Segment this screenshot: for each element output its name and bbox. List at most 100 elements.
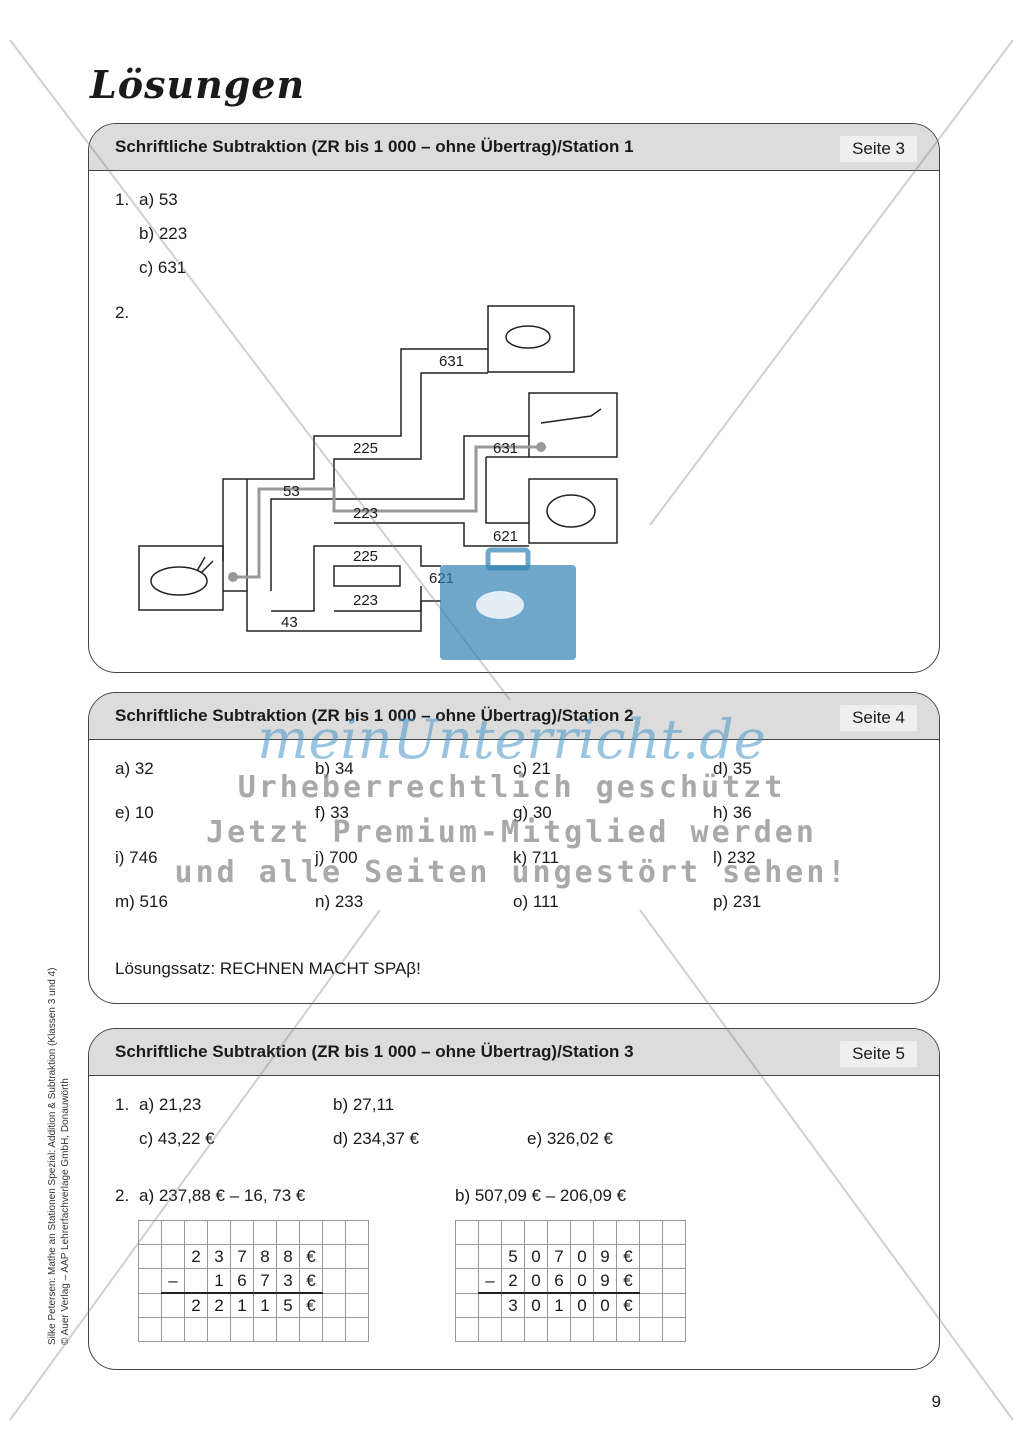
answer: g) 30 (513, 803, 552, 822)
grid-cell (547, 1220, 571, 1245)
grid-cell (662, 1220, 686, 1245)
grid-cell (322, 1268, 346, 1294)
task-2a: a) 237,88 € – 16, 73 € (139, 1186, 306, 1205)
task-2b: b) 507,09 € – 206,09 € (455, 1186, 627, 1205)
maze-label: 225 (353, 440, 378, 457)
grid-cell (138, 1244, 162, 1269)
answer: f) 33 (315, 803, 350, 822)
answer: p) 231 (713, 892, 762, 911)
grid-cell: 2 (207, 1292, 231, 1318)
grid-cell (138, 1317, 162, 1342)
grid-cell: 9 (593, 1268, 617, 1294)
section-header: Schriftliche Subtraktion (ZR bis 1 000 –… (89, 693, 939, 740)
grid-cell (322, 1292, 346, 1318)
section-title: Schriftliche Subtraktion (ZR bis 1 000 –… (115, 706, 634, 725)
answer: l) 232 (713, 848, 756, 867)
grid-cell (478, 1220, 502, 1245)
grid-cell (593, 1317, 617, 1342)
grid-cell (161, 1244, 185, 1269)
maze-label: 621 (429, 570, 454, 587)
grid-cell (345, 1317, 369, 1342)
grid-cell: € (616, 1268, 640, 1294)
answer: o) 111 (513, 892, 559, 911)
grid-cell: 0 (593, 1292, 617, 1318)
answer-c: c) 631 (139, 258, 187, 277)
section-header: Schriftliche Subtraktion (ZR bis 1 000 –… (89, 1029, 939, 1076)
grid-cell (184, 1268, 208, 1294)
grid-cell (276, 1220, 300, 1245)
maze-diagram: 631 225 631 53 223 621 225 621 223 43 (138, 305, 618, 632)
watermark-line: und alle Seiten ungestört sehen! (174, 855, 849, 890)
answer: c) 43,22 € (139, 1129, 215, 1148)
answer: e) 10 (115, 803, 154, 822)
answer: d) 234,37 € (333, 1129, 420, 1148)
answer: c) 21 (513, 759, 551, 778)
watermark-logo: meinUnterricht.de (257, 708, 766, 771)
grid-cell: 0 (524, 1292, 548, 1318)
answer: n) 233 (315, 892, 364, 911)
grid-cell: 1 (253, 1292, 277, 1318)
task-number: 1. (115, 190, 130, 209)
task-number: 1. (115, 1095, 130, 1114)
corn-icon (505, 325, 551, 349)
grid-cell (455, 1244, 479, 1269)
grid-cell (639, 1220, 663, 1245)
page-reference: Seite 3 (840, 136, 917, 162)
grid-cell: 2 (184, 1244, 208, 1269)
grid-cell (455, 1220, 479, 1245)
grid-cell: 9 (593, 1244, 617, 1269)
grid-cell (455, 1292, 479, 1318)
grid-cell (501, 1220, 525, 1245)
section-title: Schriftliche Subtraktion (ZR bis 1 000 –… (115, 1042, 634, 1061)
grid-cell (570, 1317, 594, 1342)
rabbit-icon (150, 566, 208, 596)
grid-cell (345, 1292, 369, 1318)
grid-cell (253, 1317, 277, 1342)
grid-cell: 0 (524, 1268, 548, 1294)
grid-cell: 3 (501, 1292, 525, 1318)
task-number: 2. (115, 303, 130, 322)
maze-label: 223 (353, 505, 378, 522)
carrot-icon (540, 408, 602, 424)
copyright-line: Silke Petersen: Mathe an Stationen Spezi… (47, 967, 58, 1345)
grid-cell (662, 1317, 686, 1342)
answer: h) 36 (713, 803, 752, 822)
task-number: 2. (115, 1186, 130, 1205)
grid-cell: 1 (230, 1292, 254, 1318)
section-title: Schriftliche Subtraktion (ZR bis 1 000 –… (115, 137, 634, 156)
maze-label: 43 (281, 614, 298, 631)
grid-cell: 3 (207, 1244, 231, 1269)
maze-label: 631 (439, 353, 464, 370)
grid-cell (207, 1317, 231, 1342)
grid-cell (639, 1292, 663, 1318)
answer-b: b) 223 (139, 224, 188, 243)
grid-cell: € (299, 1244, 323, 1269)
grid-cell (345, 1244, 369, 1269)
grid-cell: – (478, 1268, 502, 1294)
grid-cell (662, 1292, 686, 1318)
grid-cell (138, 1292, 162, 1318)
grid-cell: 0 (524, 1244, 548, 1269)
grid-cell (345, 1220, 369, 1245)
maze-label: 631 (493, 440, 518, 457)
section-station-3: Schriftliche Subtraktion (ZR bis 1 000 –… (88, 1028, 940, 1370)
maze-label: 225 (353, 548, 378, 565)
maze-label: 223 (353, 592, 378, 609)
grid-cell (455, 1317, 479, 1342)
grid-cell: – (161, 1268, 185, 1294)
grid-cell (299, 1220, 323, 1245)
grid-cell (322, 1244, 346, 1269)
watermark-line: Urheberrechtlich geschützt (237, 770, 786, 805)
grid-cell (184, 1220, 208, 1245)
grid-cell (161, 1220, 185, 1245)
grid-cell (524, 1220, 548, 1245)
copyright-line: © Auer Verlag – AAP Lehrerfachverlage Gm… (60, 1078, 71, 1345)
grid-row (455, 1220, 686, 1245)
grid-cell (161, 1292, 185, 1318)
answer: d) 35 (713, 759, 752, 778)
lettuce-box (528, 478, 618, 544)
